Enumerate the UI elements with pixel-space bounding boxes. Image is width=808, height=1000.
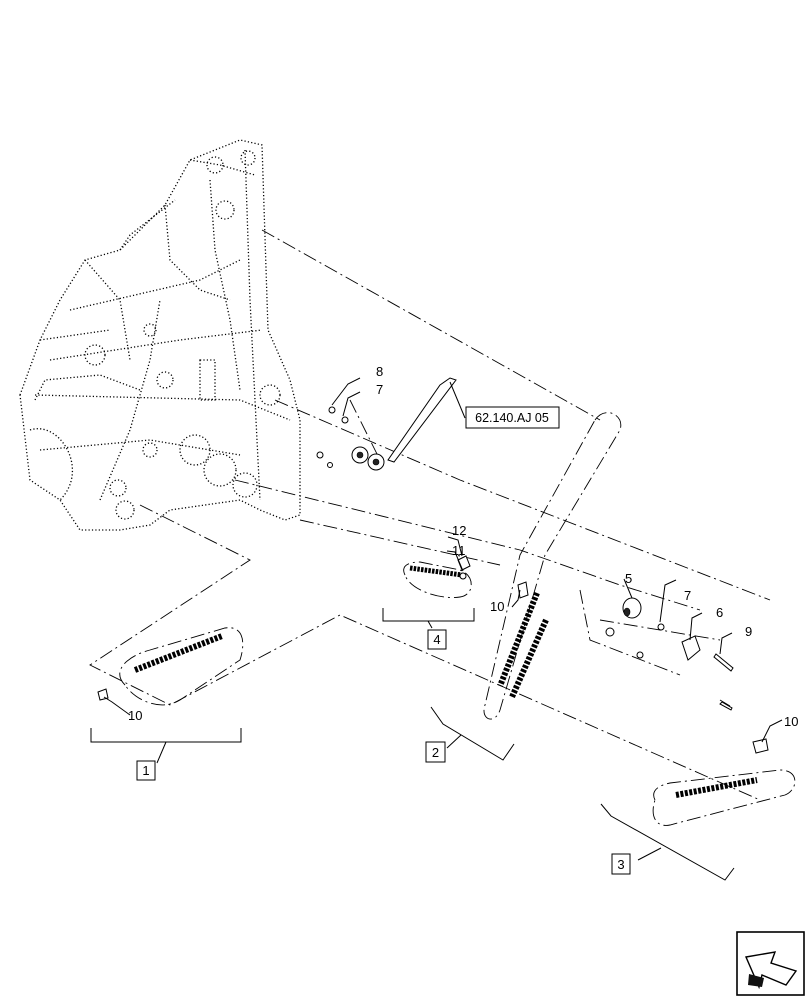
group-label-1: 1 <box>142 763 149 778</box>
group-label-4: 4 <box>433 632 440 647</box>
next-page-arrow-icon[interactable] <box>736 931 805 996</box>
chain-guide-1 <box>119 627 244 706</box>
group-bracket-2 <box>430 706 515 761</box>
callout-11: 11 <box>452 543 466 558</box>
roller-chain-3 <box>675 777 758 798</box>
shaft-assembly <box>316 377 457 471</box>
callout-9: 9 <box>745 624 752 639</box>
group-box-4: 4 <box>427 629 447 650</box>
chain-guide-3 <box>652 769 796 826</box>
callout-7-right: 7 <box>684 588 691 603</box>
leader-lines <box>103 377 783 743</box>
group-bracket-4 <box>382 608 475 629</box>
group-box-2: 2 <box>425 741 446 763</box>
callout-5: 5 <box>625 571 632 586</box>
connector-link-10-left <box>97 688 109 701</box>
pin-part-9 <box>713 653 734 711</box>
group-bracket-1 <box>90 728 242 764</box>
group-bracket-3 <box>600 803 735 881</box>
callout-10-mid: 10 <box>490 599 504 614</box>
chain-guide-2 <box>483 412 622 720</box>
chain-guide-4 <box>403 561 472 598</box>
callout-10-right: 10 <box>784 714 798 729</box>
group-label-3: 3 <box>617 857 624 872</box>
connector-link-10-right <box>752 738 769 754</box>
lever-part-6 <box>681 635 701 661</box>
callout-12: 12 <box>452 523 466 538</box>
group-box-3: 3 <box>611 853 631 875</box>
explosion-lines <box>89 229 771 801</box>
group-box-1: 1 <box>136 760 156 781</box>
callout-8: 8 <box>376 364 383 379</box>
callout-10-left: 10 <box>128 708 142 723</box>
roller-chain-2 <box>497 591 549 699</box>
bushing-part-5 <box>605 597 644 659</box>
roller-chain-1 <box>133 633 224 673</box>
reference-box[interactable]: 62.140.AJ 05 <box>465 406 560 429</box>
group-label-2: 2 <box>432 745 439 760</box>
baler-frame <box>19 139 301 531</box>
callout-6: 6 <box>716 605 723 620</box>
reference-label[interactable]: 62.140.AJ 05 <box>475 411 549 425</box>
washer-part-7 <box>657 623 665 631</box>
callout-7-top: 7 <box>376 382 383 397</box>
roller-chain-4 <box>409 565 463 578</box>
